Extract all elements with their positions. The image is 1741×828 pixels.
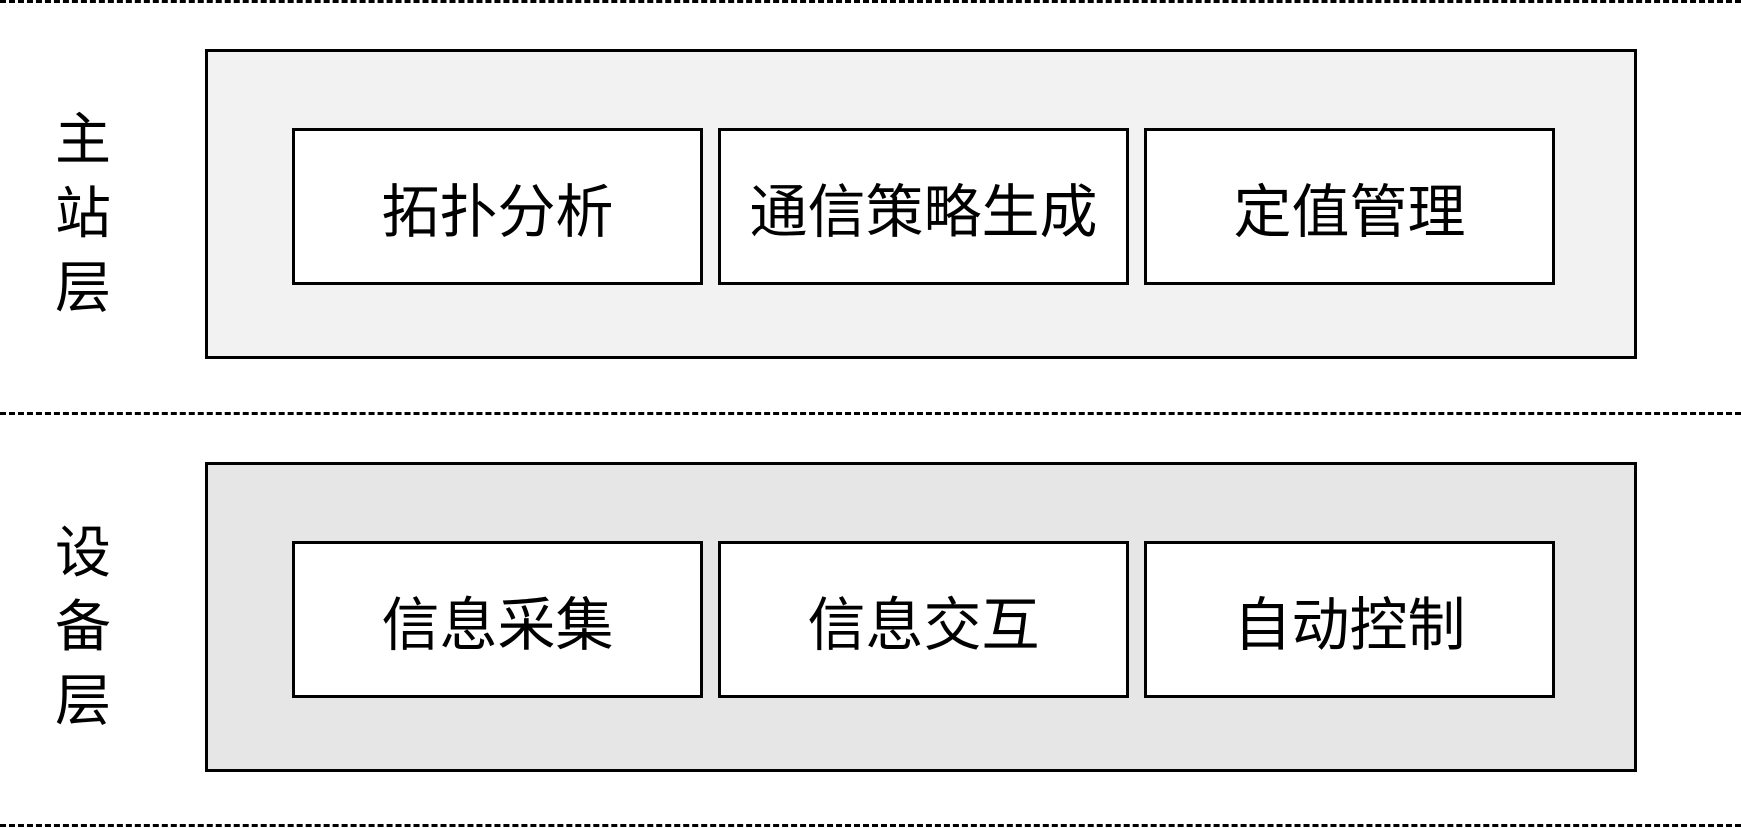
top-dashed-divider [0,0,1741,3]
module-box: 信息采集 [292,541,703,698]
bottom-dashed-divider [0,824,1741,827]
module-box: 信息交互 [718,541,1129,698]
label-char: 备 [55,595,111,660]
middle-dashed-divider [0,412,1741,415]
label-char: 层 [55,256,111,321]
master-layer-box: 拓扑分析 通信策略生成 定值管理 [205,49,1637,359]
label-char: 设 [55,521,111,586]
module-box: 自动控制 [1144,541,1555,698]
device-layer-box: 信息采集 信息交互 自动控制 [205,462,1637,772]
master-layer-label: 主 站 层 [50,104,116,326]
device-layer-label: 设 备 层 [50,517,116,739]
module-box: 拓扑分析 [292,128,703,285]
label-char: 站 [55,182,111,247]
label-char: 主 [55,108,111,173]
module-box: 定值管理 [1144,128,1555,285]
module-box: 通信策略生成 [718,128,1129,285]
label-char: 层 [55,669,111,734]
